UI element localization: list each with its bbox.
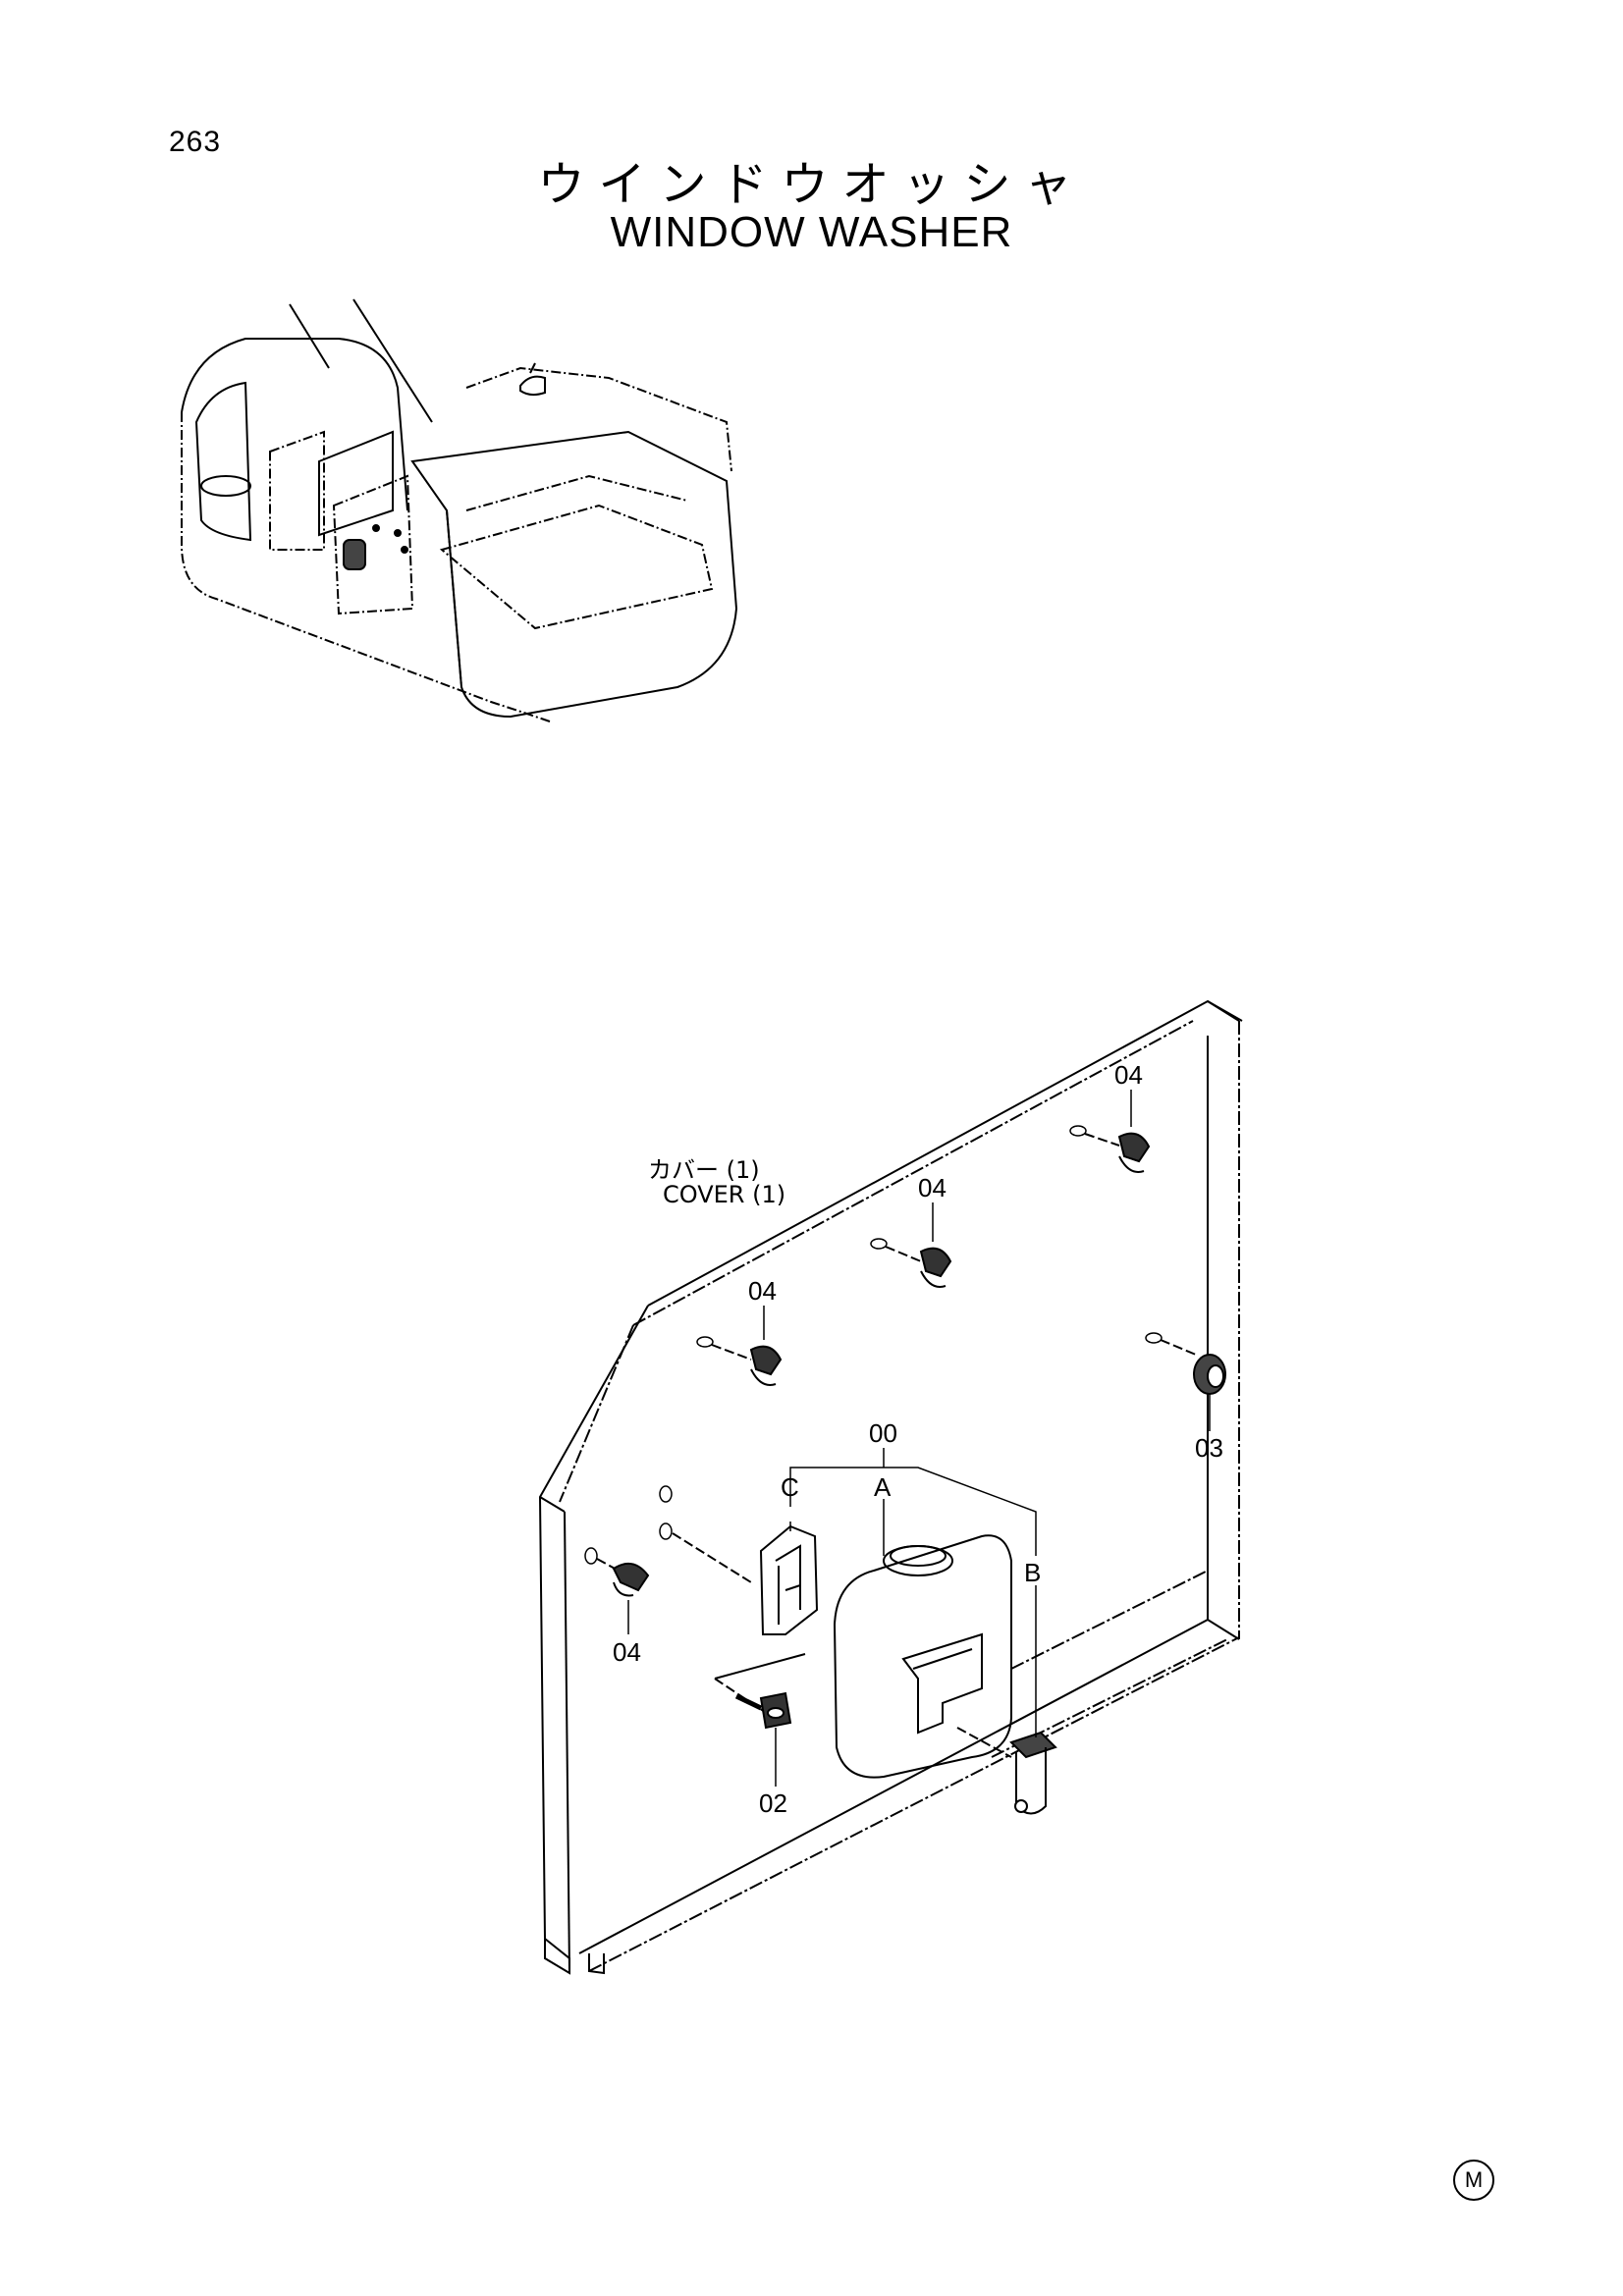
callout-04-middle: 04: [918, 1173, 947, 1202]
leader-lines: [627, 1090, 1211, 1787]
callout-b: B: [1024, 1558, 1042, 1587]
pump-part: [956, 1727, 1057, 1815]
callout-04-bottom-left: 04: [613, 1637, 641, 1667]
page-number: 263: [169, 126, 222, 158]
cover-label-japanese: カバー (1): [648, 1156, 760, 1184]
grommet-part: [1160, 1339, 1226, 1395]
cover-label-english: COVER (1): [663, 1181, 786, 1208]
bolt-part: [714, 1653, 806, 1730]
mounting-holes: [584, 1125, 1163, 1565]
callout-02: 02: [759, 1789, 787, 1818]
excavator-overview: [181, 298, 738, 722]
clip-parts: [596, 1132, 1151, 1597]
callout-c: C: [781, 1472, 799, 1502]
callout-00: 00: [869, 1418, 897, 1448]
callout-04-left: 04: [748, 1276, 777, 1306]
callout-a: A: [874, 1472, 892, 1502]
bracket-part: [672, 1524, 819, 1635]
cover-panel: [538, 999, 1243, 1975]
title-english: WINDOW WASHER: [610, 208, 1013, 256]
callout-03: 03: [1195, 1433, 1223, 1463]
washer-tank: [833, 1534, 1012, 1779]
callout-04-top-right: 04: [1114, 1060, 1143, 1090]
m-mark-symbol: M: [1453, 2160, 1494, 2201]
title-japanese: ウインドウオッシャ: [537, 157, 1086, 212]
